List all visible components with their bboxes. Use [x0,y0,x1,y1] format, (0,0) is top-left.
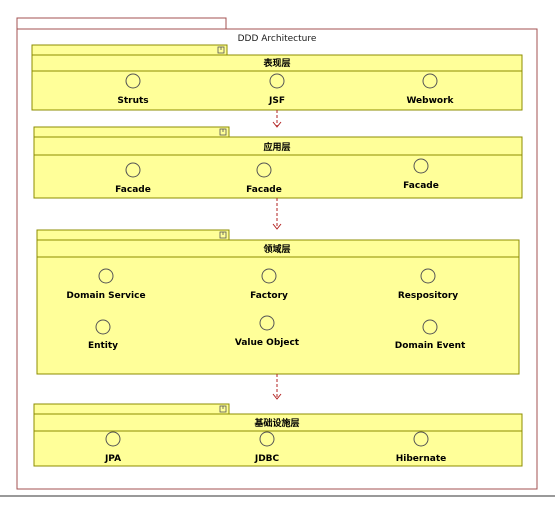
component-webwork[interactable]: Webwork [406,73,455,106]
component-label: Respository [398,291,458,301]
layer-name: 应用层 [263,141,290,153]
component-label: Domain Service [66,291,145,301]
interface-icon [422,319,438,335]
component-facade-3[interactable]: Facade [403,158,439,191]
component-label: Value Object [235,338,300,348]
component-label: Facade [115,185,151,195]
interface-icon [98,268,114,284]
component-label: Facade [246,185,282,195]
interface-icon [261,268,277,284]
component-hibernate[interactable]: Hibernate [396,431,447,464]
interface-icon [259,431,275,447]
component-jdbc[interactable]: JDBC [254,431,280,464]
interface-icon [413,431,429,447]
component-struts[interactable]: Struts [117,73,149,106]
component-label: Webwork [406,96,454,106]
component-label: JSF [268,96,285,106]
component-label: Domain Event [395,341,466,351]
component-value-object[interactable]: Value Object [235,315,300,348]
package-icon [219,231,227,239]
interface-icon [259,315,275,331]
dependency-arrow [272,374,282,400]
layer-name: 领域层 [263,243,290,255]
interface-icon [256,162,272,178]
package-icon [217,46,225,54]
layer-application[interactable]: 应用层 Facade Facade Facade [33,126,523,199]
component-label: JDBC [254,454,280,464]
interface-icon [105,431,121,447]
dependency-arrow [272,110,282,128]
component-domain-service[interactable]: Domain Service [66,268,146,301]
interface-icon [420,268,436,284]
component-facade-2[interactable]: Facade [246,162,282,195]
layer-name: 基础设施层 [253,417,299,429]
component-label: Entity [88,341,118,351]
component-respository[interactable]: Respository [398,268,458,301]
component-domain-event[interactable]: Domain Event [395,319,466,351]
interface-icon [125,73,141,89]
interface-icon [95,319,111,335]
interface-icon [125,162,141,178]
component-jsf[interactable]: JSF [268,73,285,106]
component-label: Facade [403,181,439,191]
interface-icon [422,73,438,89]
dependency-arrow [272,198,282,230]
layer-presentation[interactable]: 表现层 Struts JSF Webwork [31,44,523,111]
interface-icon [413,158,429,174]
component-label: JPA [104,454,121,464]
component-facade-1[interactable]: Facade [115,162,151,195]
diagram-title: DDD Architecture [238,34,317,44]
interface-icon [269,73,285,89]
component-label: Hibernate [396,454,447,464]
component-factory[interactable]: Factory [250,268,288,301]
layer-name: 表现层 [262,57,290,69]
component-label: Factory [250,291,288,301]
layer-infrastructure[interactable]: 基础设施层 JPA JDBC Hibernate [33,403,523,467]
package-icon [219,405,227,413]
component-label: Struts [117,96,148,106]
package-icon [219,128,227,136]
layer-domain[interactable]: 领域层 Domain Service Factory Respository E… [36,229,520,375]
component-entity[interactable]: Entity [88,319,118,351]
component-jpa[interactable]: JPA [104,431,121,464]
